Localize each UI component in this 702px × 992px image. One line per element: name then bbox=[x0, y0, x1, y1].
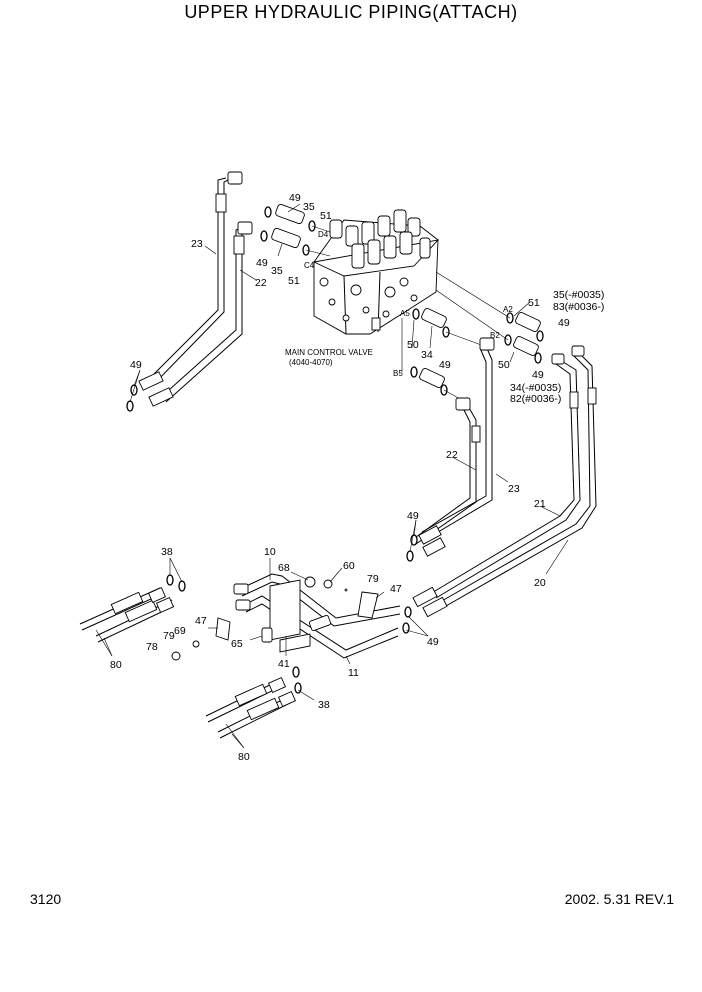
port-a5-label: A5 bbox=[400, 309, 410, 318]
callout-78: 78 bbox=[146, 641, 158, 653]
callout-35-83-b: 83(#0036-) bbox=[553, 301, 604, 313]
callout-51-c: 51 bbox=[528, 297, 540, 309]
callout-38-a: 38 bbox=[161, 546, 173, 558]
callout-35-a: 35 bbox=[303, 201, 315, 213]
callout-23-a: 23 bbox=[191, 238, 203, 250]
port-b5-label: B5 bbox=[393, 369, 403, 378]
callout-49-h: 49 bbox=[427, 636, 439, 648]
port-a2-label: A2 bbox=[503, 305, 513, 314]
callout-49-g: 49 bbox=[407, 510, 419, 522]
callout-35-b: 35 bbox=[271, 265, 283, 277]
callout-79-a: 79 bbox=[367, 573, 379, 585]
callout-50-b: 50 bbox=[498, 359, 510, 371]
callout-22-b: 22 bbox=[446, 449, 458, 461]
callout-49-d: 49 bbox=[558, 317, 570, 329]
callout-79-b: 79 bbox=[163, 630, 175, 642]
port-d4-label: D4 bbox=[318, 230, 329, 239]
callout-11: 11 bbox=[348, 667, 359, 679]
date-revision: 2002. 5.31 REV.1 bbox=[564, 891, 674, 907]
callout-22-a: 22 bbox=[255, 277, 267, 289]
hose-assembly-right bbox=[402, 345, 597, 634]
callout-49-b: 49 bbox=[256, 257, 268, 269]
callout-23-b: 23 bbox=[508, 483, 520, 495]
callout-51-a: 51 bbox=[320, 210, 332, 222]
valve-name-label: MAIN CONTROL VALVE bbox=[285, 348, 373, 357]
callout-49-f: 49 bbox=[532, 369, 544, 381]
callout-47-b: 47 bbox=[195, 615, 207, 627]
callout-80-b: 80 bbox=[238, 751, 250, 763]
lower-pipe-assembly bbox=[166, 573, 401, 694]
callout-68: 68 bbox=[278, 562, 290, 574]
callout-49-e: 49 bbox=[439, 359, 451, 371]
callout-80-a: 80 bbox=[110, 659, 122, 671]
fittings-a2-b2 bbox=[435, 271, 544, 364]
callout-10: 10 bbox=[264, 546, 276, 558]
callout-49-a: 49 bbox=[289, 192, 301, 204]
callout-34-82-b: 82(#0036-) bbox=[510, 393, 561, 405]
callout-47-a: 47 bbox=[390, 583, 402, 595]
callout-41: 41 bbox=[278, 658, 290, 670]
main-control-valve bbox=[312, 209, 440, 335]
page-title: UPPER HYDRAULIC PIPING(ATTACH) bbox=[184, 2, 518, 22]
port-c4-label: C4 bbox=[304, 261, 315, 270]
callout-60: 60 bbox=[343, 560, 355, 572]
callout-51-b: 51 bbox=[288, 275, 300, 287]
callout-35-83-a: 35(-#0035) bbox=[553, 289, 604, 301]
valve-range-label: (4040-4070) bbox=[289, 358, 333, 367]
page-number: 3120 bbox=[30, 891, 62, 907]
callout-34-82-a: 34(-#0035) bbox=[510, 382, 561, 394]
leader-lines bbox=[95, 203, 569, 749]
port-b2-label: B2 bbox=[490, 331, 500, 340]
callout-34-a: 34 bbox=[421, 349, 433, 361]
hose-assembly-upper-left bbox=[126, 171, 253, 412]
callout-38-b: 38 bbox=[318, 699, 330, 711]
callout-21: 21 bbox=[534, 498, 546, 510]
callout-49-c: 49 bbox=[130, 359, 142, 371]
fittings-d4-c4 bbox=[260, 203, 331, 257]
callout-65: 65 bbox=[231, 638, 243, 650]
callout-50-a: 50 bbox=[407, 339, 419, 351]
hose-assembly-lower-left bbox=[79, 586, 297, 739]
callout-69: 69 bbox=[174, 625, 186, 637]
callout-20: 20 bbox=[534, 577, 546, 589]
fittings-a5-b5 bbox=[401, 308, 485, 401]
